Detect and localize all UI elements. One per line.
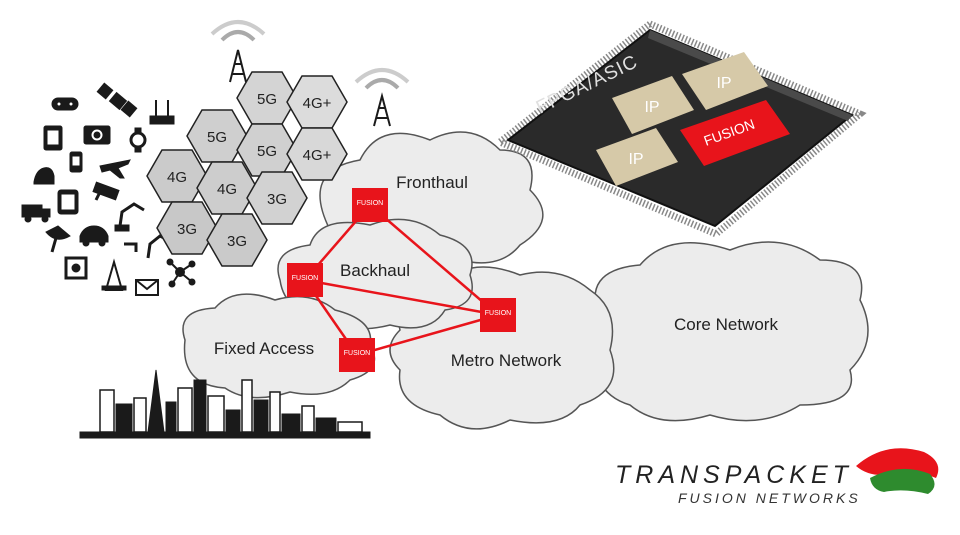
ip-block: IP	[612, 76, 694, 134]
iot-icon-cluster	[21, 82, 196, 296]
antenna-tower-icon	[210, 20, 266, 83]
cellular-hex-grid: 5G 4G+ 5G 5G 4G+ 4G 4G 3G	[146, 71, 348, 267]
network-node-icon	[166, 258, 196, 288]
fusion-link	[304, 278, 499, 317]
airplane-icon	[99, 159, 131, 179]
chip-pins	[493, 19, 867, 239]
ip-block: IP	[596, 128, 678, 186]
fusion-node: FUSION	[339, 338, 375, 372]
ip-block-label: IP	[644, 99, 659, 116]
fusion-link	[369, 204, 499, 316]
metro-network-label: Metro Network	[451, 351, 562, 370]
truck-icon	[21, 204, 51, 223]
smartwatch-icon	[57, 189, 79, 215]
hex-cell: 5G	[236, 123, 298, 177]
chip-fusion-block: FUSION	[680, 100, 790, 166]
cell-label: 3G	[227, 233, 247, 250]
ip-block-label: IP	[628, 151, 643, 168]
oil-rig-icon	[101, 258, 127, 291]
faucet-icon	[124, 242, 138, 252]
city-skyline-icon	[79, 369, 371, 439]
chip-body	[506, 28, 854, 228]
fusion-node: FUSION	[287, 263, 323, 297]
fusion-node-label: FUSION	[292, 275, 318, 282]
cell-label: 4G+	[303, 95, 332, 112]
fusion-link	[356, 313, 499, 357]
hex-cell: 4G	[196, 161, 258, 215]
ip-block: IP	[682, 52, 768, 110]
car-icon	[79, 225, 109, 247]
transpacket-logo-icon	[856, 448, 939, 494]
brand-tagline: FUSION NETWORKS	[678, 490, 861, 506]
core-network-label: Core Network	[674, 315, 778, 334]
robot-arm-icon	[114, 202, 145, 232]
router-icon	[149, 100, 175, 125]
tablet-icon	[43, 125, 63, 151]
gamepad-icon	[51, 97, 79, 111]
satellite-icon	[96, 82, 138, 118]
hex-cell: 3G	[156, 201, 218, 255]
ip-block-label: IP	[716, 75, 731, 92]
hex-cell: 4G+	[286, 75, 348, 129]
fronthaul-label: Fronthaul	[396, 173, 468, 192]
cell-label: 5G	[257, 143, 277, 160]
envelope-icon	[135, 279, 159, 296]
fusion-node-label: FUSION	[485, 310, 511, 317]
hex-cell: 3G	[246, 171, 308, 225]
camera-icon	[83, 125, 111, 145]
fusion-node-label: FUSION	[357, 200, 383, 207]
hex-cell: 5G	[186, 109, 248, 163]
fusion-node: FUSION	[480, 298, 516, 332]
cell-label: 4G	[217, 181, 237, 198]
phone-icon	[69, 151, 83, 173]
watch-icon	[129, 127, 147, 153]
hex-cell: 4G	[146, 149, 208, 203]
car-icon	[33, 167, 55, 185]
fixed-access-label: Fixed Access	[214, 339, 314, 358]
satellite-dish-icon	[45, 225, 71, 253]
security-camera-icon	[92, 181, 120, 201]
hex-cell: 3G	[206, 213, 268, 267]
cell-label: 3G	[267, 191, 287, 208]
cell-label: 5G	[257, 91, 277, 108]
cell-label: 5G	[207, 129, 227, 146]
cell-label: 4G	[167, 169, 187, 186]
core-network-cloud	[593, 241, 869, 422]
fusion-node-label: FUSION	[344, 350, 370, 357]
fpga-asic-chip: FPGA/ASIC IP IP IP FUSION	[493, 19, 867, 239]
brand-name: TRANSPACKET	[615, 461, 853, 489]
cell-label: 4G+	[303, 147, 332, 164]
cell-label: 3G	[177, 221, 197, 238]
fusion-node: FUSION	[352, 188, 388, 222]
brand-block: TRANSPACKET FUSION NETWORKS	[615, 462, 865, 506]
sensor-icon	[64, 256, 88, 280]
backhaul-label: Backhaul	[340, 261, 410, 280]
antenna-tower-icon	[354, 68, 410, 127]
hex-cell: 4G+	[286, 127, 348, 181]
